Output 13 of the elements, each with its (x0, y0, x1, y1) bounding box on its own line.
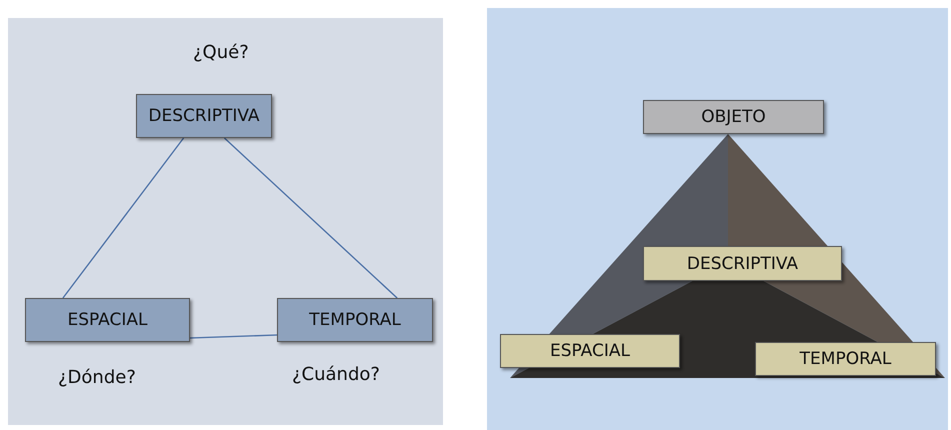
label-plate: OBJETO (643, 100, 824, 134)
connector-line (62, 138, 184, 298)
question-text: ¿Qué? (193, 42, 249, 63)
label-plate: DESCRIPTIVA (643, 246, 842, 281)
label-plate: ESPACIAL (500, 334, 680, 368)
connector-line (224, 138, 398, 298)
question-text: ¿Cuándo? (292, 364, 380, 385)
label-plate: TEMPORAL (755, 342, 936, 376)
concept-box: ESPACIAL (25, 298, 190, 342)
concept-box: TEMPORAL (277, 298, 433, 342)
question-text: ¿Dónde? (58, 367, 136, 388)
connector-line (190, 334, 278, 339)
concept-box: DESCRIPTIVA (136, 94, 272, 138)
